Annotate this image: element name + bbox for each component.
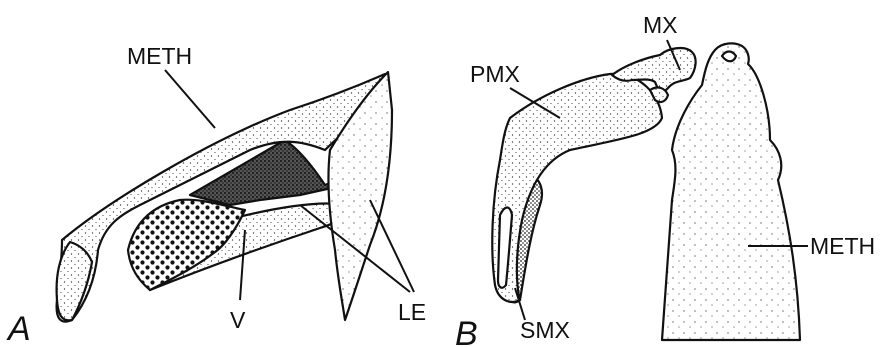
panel-a: METH V LE A (6, 43, 426, 347)
panel-b-pmx-label: PMX (470, 61, 520, 87)
panel-b-smx-label: SMX (520, 317, 570, 343)
panel-b: PMX MX SMX METH B (455, 12, 875, 347)
panel-b-letter: B (455, 315, 478, 347)
panel-a-meth-leader (165, 70, 215, 128)
panel-b-meth-bone (662, 43, 800, 340)
panel-b-mx-label: MX (643, 12, 678, 38)
panel-b-pmx-bone (492, 74, 662, 302)
panel-b-meth-label: METH (810, 233, 875, 259)
panel-a-anterior-tip (57, 242, 92, 320)
panel-b-meth-notch (722, 52, 736, 62)
panel-a-letter: A (6, 310, 31, 347)
panel-a-v-label: V (230, 307, 246, 333)
panel-a-le-label: LE (398, 299, 426, 325)
panel-a-meth-label: METH (127, 43, 192, 69)
